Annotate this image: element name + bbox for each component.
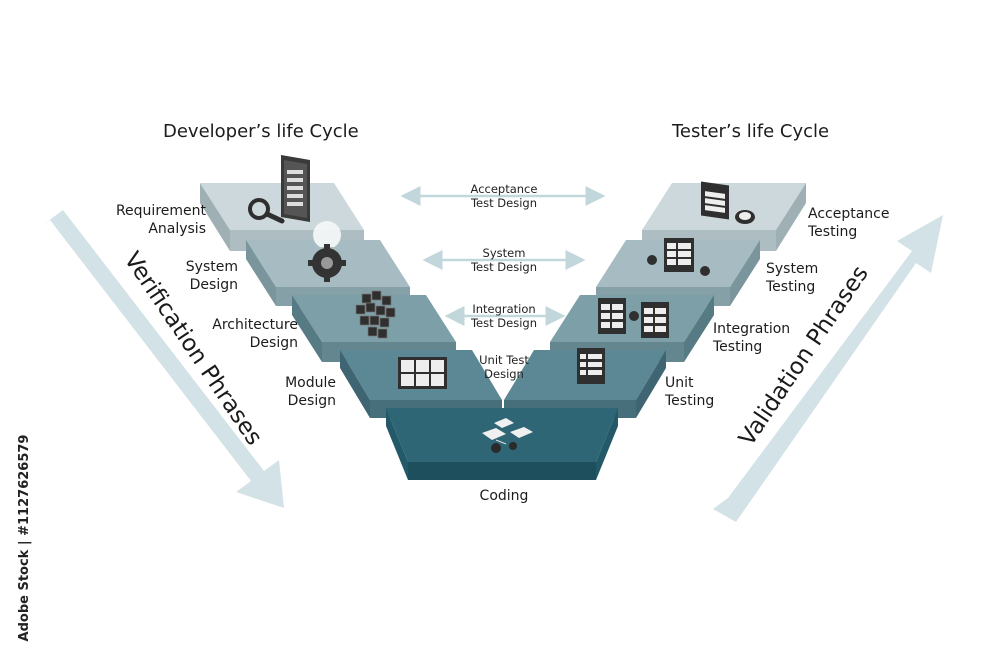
label-system-testing: System Testing: [766, 261, 819, 295]
link-acceptance-test-design: Acceptance Test Design: [470, 182, 538, 210]
label-acceptance-testing: Acceptance Testing: [808, 206, 890, 240]
label-coding: Coding: [479, 488, 529, 504]
label-module-design: Module Design: [285, 375, 336, 409]
verification-arrow: [40, 210, 284, 508]
lightbulb-gear-icon: [308, 221, 346, 282]
label-integration-testing: Integration Testing: [713, 321, 791, 355]
cube-blocks-icon: [355, 290, 396, 339]
label-system-design: System Design: [185, 259, 238, 293]
module-grid-icon: [398, 357, 447, 389]
code-chips-icon: [482, 418, 533, 453]
window-gears-icon: [647, 238, 710, 276]
tester-heading: Tester’s life Cycle: [672, 121, 830, 142]
validation-arrow: [713, 215, 943, 522]
link-system-test-design: System Test Design: [470, 246, 537, 274]
linked-windows-icon: [598, 298, 669, 338]
step-coding: [386, 408, 618, 480]
link-arrows: [400, 186, 606, 326]
label-architecture-design: Architecture Design: [212, 317, 298, 351]
list-window-icon: [577, 348, 605, 384]
developer-heading: Developer’s life Cycle: [163, 121, 359, 142]
label-unit-testing: Unit Testing: [665, 375, 715, 409]
link-unit-test-design: Unit Test Design: [479, 353, 529, 381]
label-requirement-analysis: Requirement Analysis: [115, 203, 206, 237]
document-magnifier-icon: [248, 155, 310, 224]
link-integration-test-design: Integration Test Design: [470, 302, 537, 330]
stock-credit: Adobe Stock | #1127626579: [17, 434, 32, 642]
window-clock-icon: [701, 181, 755, 224]
